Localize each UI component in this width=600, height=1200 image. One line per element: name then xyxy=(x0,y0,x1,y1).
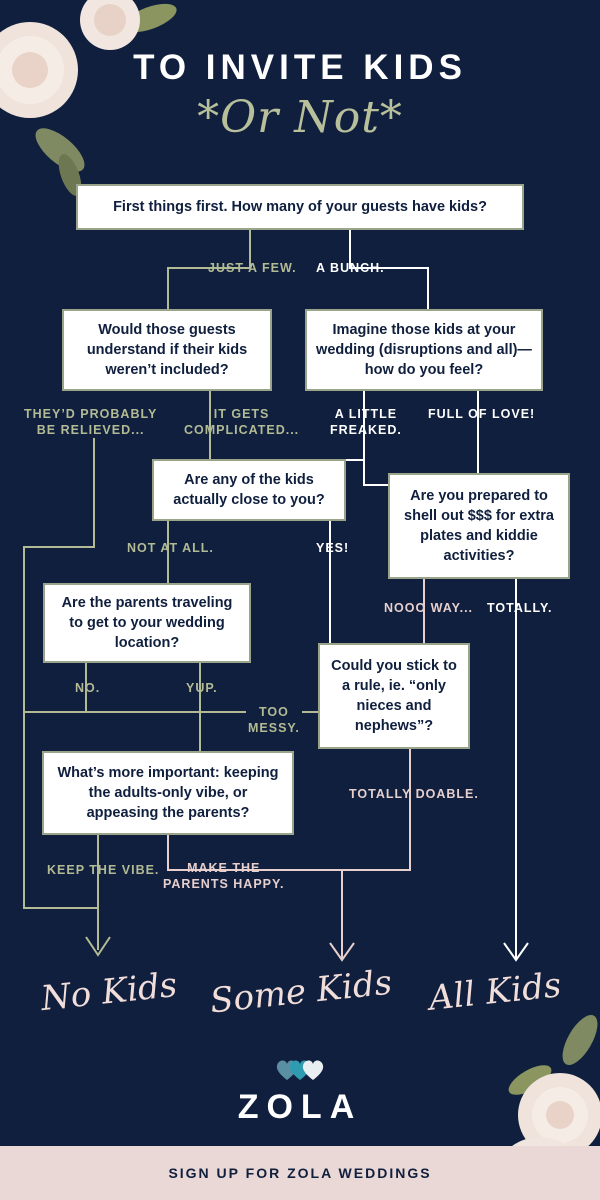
question-parents-traveling: Are the parents traveling to get to your… xyxy=(43,583,251,663)
edge-label-make-parents-happy: MAKE THE PARENTS HAPPY. xyxy=(163,861,285,891)
question-how-many-kids: First things first. How many of your gue… xyxy=(76,184,524,230)
question-guests-understand: Would those guests understand if their k… xyxy=(62,309,272,391)
question-stick-to-rule: Could you stick to a rule, ie. “only nie… xyxy=(318,643,470,749)
edge-label-just-a-few: JUST A FEW. xyxy=(208,261,297,275)
edge-label-not-at-all: NOT AT ALL. xyxy=(127,541,214,555)
edge-label-complicated: IT GETS COMPLICATED... xyxy=(184,407,300,437)
edge-label-totally: TOTALLY. xyxy=(487,601,553,615)
question-kids-close: Are any of the kids actually close to yo… xyxy=(152,459,346,521)
edge-label-keep-the-vibe: KEEP THE VIBE. xyxy=(47,863,160,877)
page-title: TO INVITE KIDS xyxy=(133,48,467,87)
edge-label-full-of-love: FULL OF LOVE! xyxy=(428,407,536,421)
question-imagine-kids: Imagine those kids at your wedding (disr… xyxy=(305,309,543,391)
edge-label-totally-doable: TOTALLY DOABLE. xyxy=(349,787,479,801)
flower-decoration-top-left xyxy=(0,0,177,196)
zola-hearts-icon xyxy=(276,1060,324,1080)
edge-label-no: NO. xyxy=(75,681,101,695)
edge-label-a-bunch: A BUNCH. xyxy=(316,261,385,275)
edge-label-freaked: A LITTLE FREAKED. xyxy=(330,407,402,437)
page-subtitle: *Or Not* xyxy=(197,92,403,143)
question-whats-important: What’s more important: keeping the adult… xyxy=(42,751,294,835)
edge-label-yes: YES! xyxy=(316,541,350,555)
edge-label-yup: YUP. xyxy=(186,681,218,695)
edge-label-nooo-way: NOOO WAY... xyxy=(384,601,474,615)
zola-logo: ZOLA xyxy=(237,1088,363,1126)
edge-label-too-messy: TOO MESSY. xyxy=(246,704,302,736)
signup-cta-button[interactable]: SIGN UP FOR ZOLA WEDDINGS xyxy=(0,1146,600,1200)
question-prepared-to-pay: Are you prepared to shell out $$$ for ex… xyxy=(388,473,570,579)
edge-label-relieved: THEY’D PROBABLY BE RELIEVED... xyxy=(24,407,158,437)
